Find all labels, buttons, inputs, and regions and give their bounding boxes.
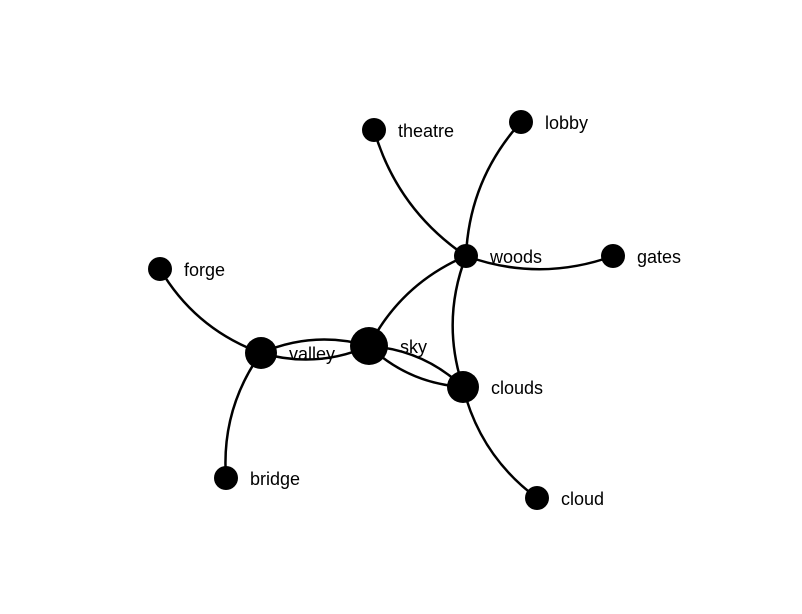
- edges-layer: [158, 121, 614, 500]
- node-cloud-dot[interactable]: [525, 486, 549, 510]
- node-woods-dot[interactable]: [454, 244, 478, 268]
- node-sky-dot[interactable]: [350, 327, 388, 365]
- node-gates-dot[interactable]: [601, 244, 625, 268]
- node-clouds[interactable]: clouds: [447, 371, 543, 403]
- node-sky[interactable]: sky: [350, 327, 427, 365]
- edge-theatre-woods: [372, 129, 467, 258]
- edge-valley-bridge: [224, 352, 263, 479]
- nodes-layer: theatre lobby woods gates forge valley sky clou…: [148, 110, 681, 510]
- node-valley-dot[interactable]: [245, 337, 277, 369]
- edge-woods-sky: [367, 254, 467, 347]
- node-bridge[interactable]: bridge: [214, 466, 300, 490]
- node-theatre-dot[interactable]: [362, 118, 386, 142]
- node-forge[interactable]: forge: [148, 257, 225, 281]
- node-woods-label: woods: [489, 247, 542, 267]
- node-valley[interactable]: valley: [245, 337, 335, 369]
- node-bridge-dot[interactable]: [214, 466, 238, 490]
- edge-woods-clouds: [451, 255, 468, 388]
- node-clouds-label: clouds: [491, 378, 543, 398]
- node-theatre[interactable]: theatre: [362, 118, 454, 142]
- edge-woods-gates: [465, 254, 614, 271]
- node-gates[interactable]: gates: [601, 244, 681, 268]
- node-cloud-label: cloud: [561, 489, 604, 509]
- node-lobby[interactable]: lobby: [509, 110, 588, 134]
- node-bridge-label: bridge: [250, 469, 300, 489]
- node-forge-dot[interactable]: [148, 257, 172, 281]
- node-lobby-dot[interactable]: [509, 110, 533, 134]
- edge-lobby-woods: [464, 121, 522, 257]
- node-sky-label: sky: [400, 337, 427, 357]
- edge-clouds-cloud: [461, 386, 538, 500]
- node-forge-label: forge: [184, 260, 225, 280]
- node-theatre-label: theatre: [398, 121, 454, 141]
- node-lobby-label: lobby: [545, 113, 588, 133]
- node-cloud[interactable]: cloud: [525, 486, 604, 510]
- node-valley-label: valley: [289, 344, 335, 364]
- node-gates-label: gates: [637, 247, 681, 267]
- node-clouds-dot[interactable]: [447, 371, 479, 403]
- node-woods[interactable]: woods: [454, 244, 542, 268]
- edge-forge-valley: [158, 268, 262, 355]
